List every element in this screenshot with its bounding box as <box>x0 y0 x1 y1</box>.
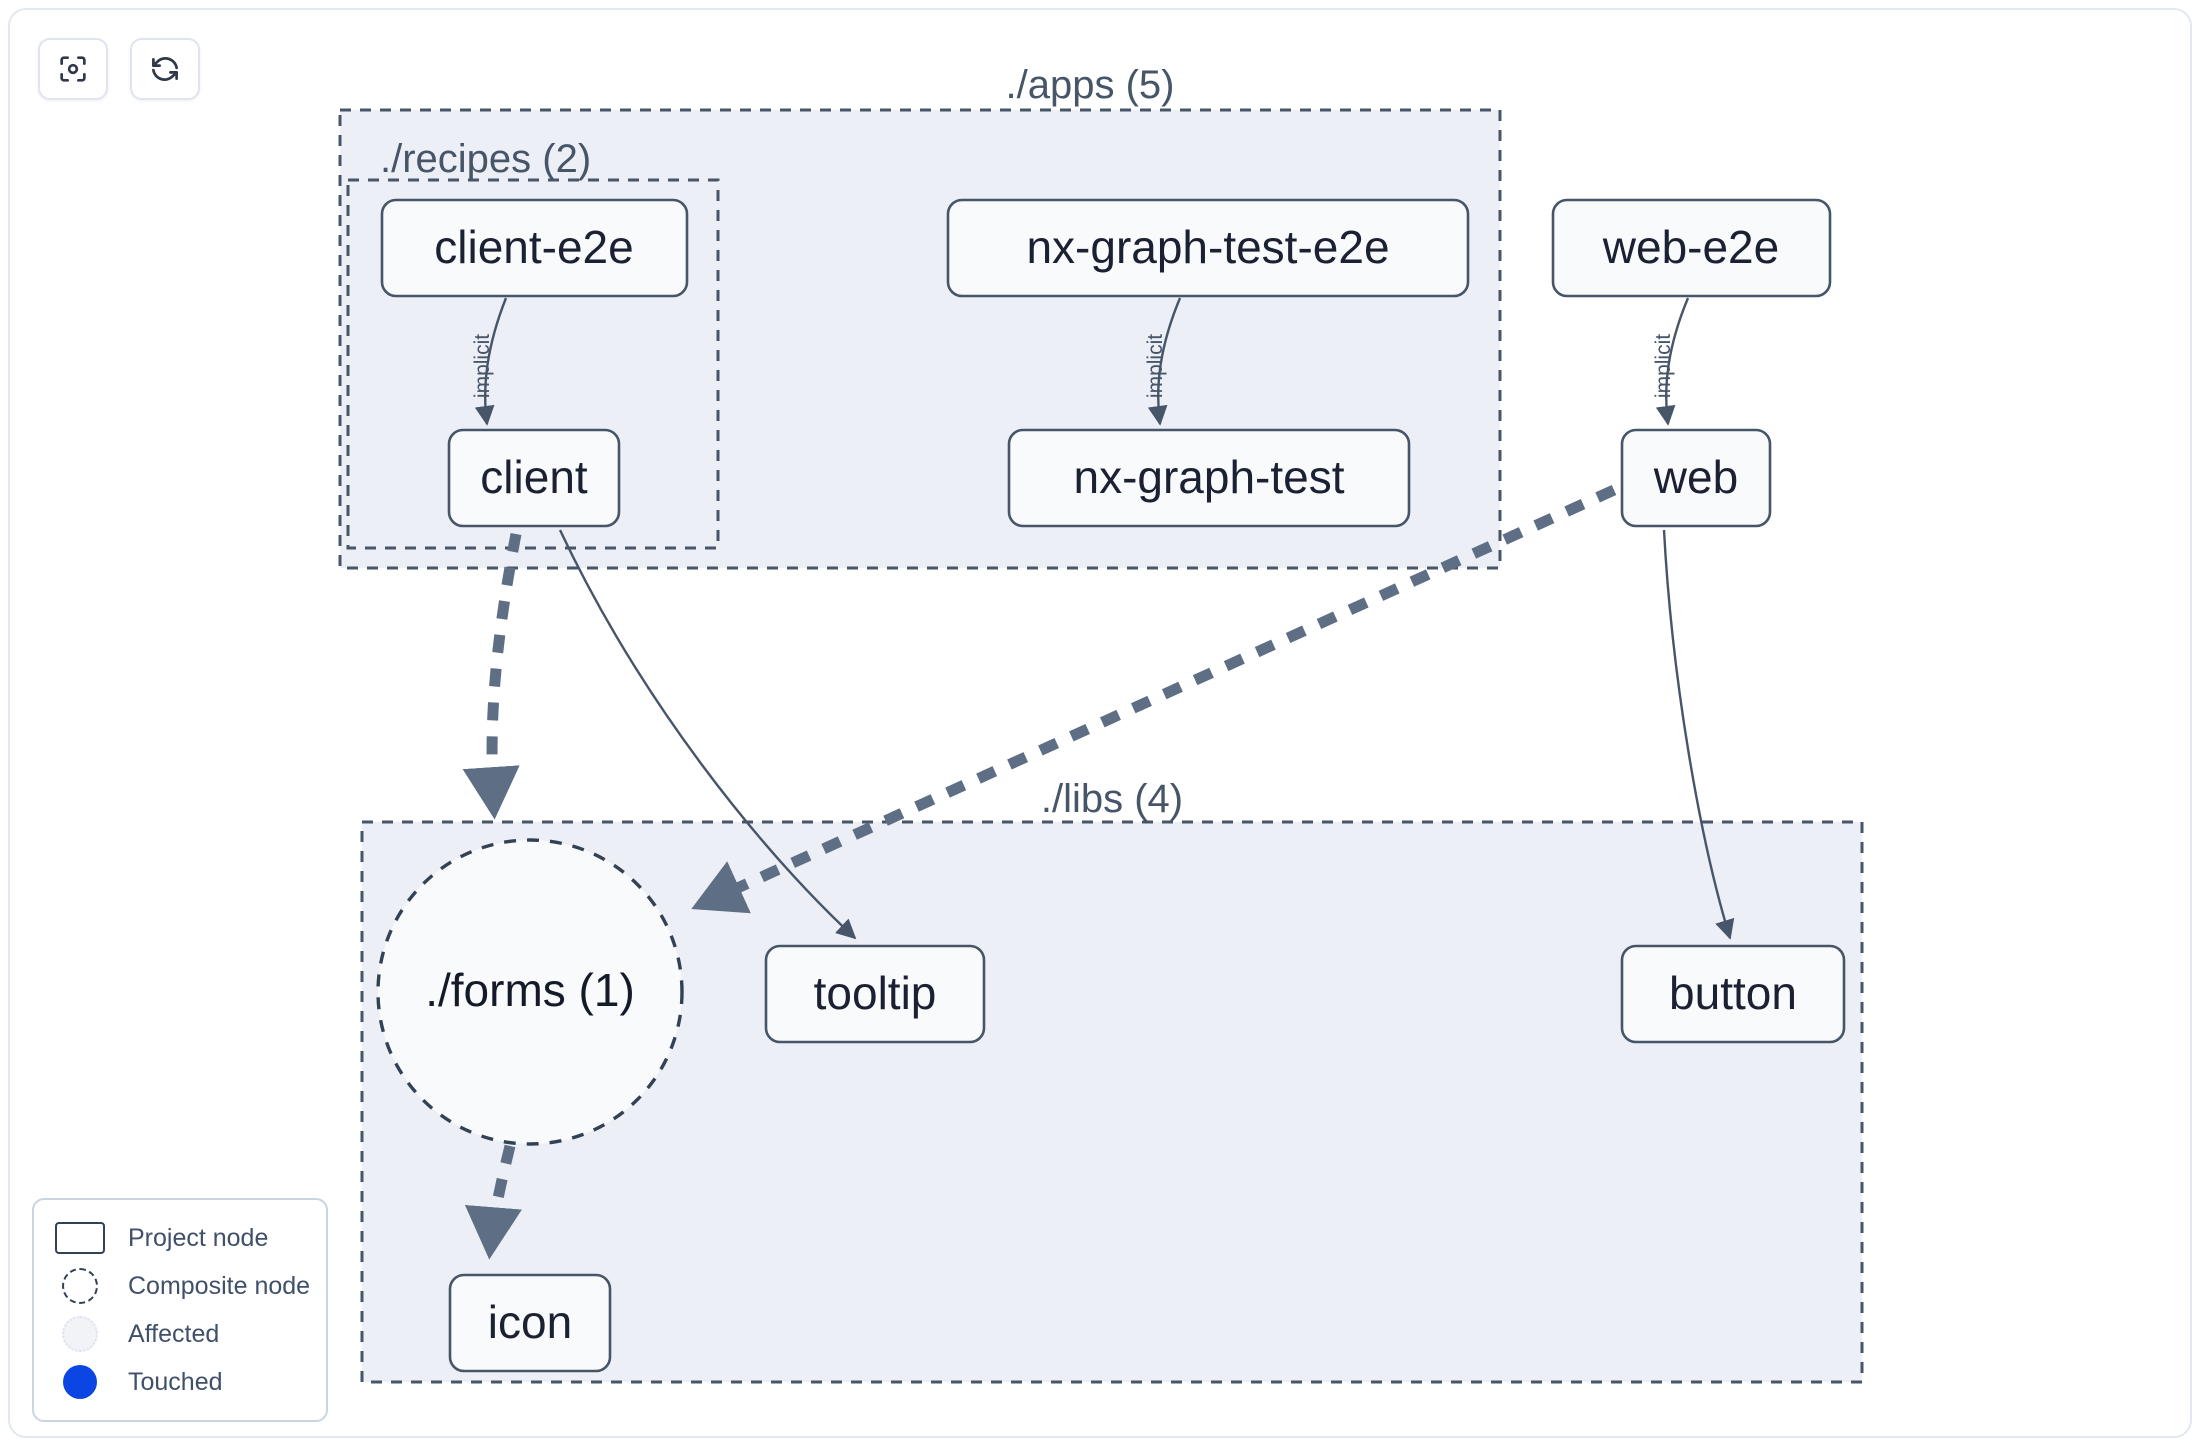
edge-client-e2e-to-client[interactable]: implicit <box>471 297 508 426</box>
edge-label-implicit-nx-graph-test: implicit <box>1144 334 1167 398</box>
composite-node-swatch <box>52 1268 108 1304</box>
legend-label-affected: Affected <box>128 1319 220 1348</box>
legend-label-touched: Touched <box>128 1367 223 1396</box>
graph-toolbar <box>38 38 200 100</box>
legend-item-affected: Affected <box>52 1310 308 1358</box>
node-label-tooltip: tooltip <box>814 967 937 1019</box>
edge-client-to-tooltip[interactable] <box>558 529 857 940</box>
node-label-web: web <box>1653 451 1738 503</box>
graph-legend: Project node Composite node Affected Tou… <box>32 1198 328 1422</box>
edge-label-implicit-client: implicit <box>471 334 494 398</box>
edge-forms-to-icon[interactable] <box>464 1144 522 1260</box>
edge-web-to-button[interactable] <box>1662 529 1735 940</box>
node-web[interactable]: web <box>1620 428 1772 528</box>
focus-graph-button[interactable] <box>38 38 108 100</box>
legend-item-touched: Touched <box>52 1358 308 1406</box>
group-label-apps: ./apps (5) <box>1006 63 1175 107</box>
node-nx-graph-test[interactable]: nx-graph-test <box>1007 428 1411 528</box>
legend-label-composite-node: Composite node <box>128 1271 311 1300</box>
node-label-nx-graph-test: nx-graph-test <box>1073 451 1344 503</box>
legend-label-project-node: Project node <box>128 1223 269 1252</box>
node-client[interactable]: client <box>447 428 621 528</box>
group-label-libs: ./libs (4) <box>1041 777 1183 821</box>
legend-item-project-node: Project node <box>52 1214 308 1262</box>
edge-nxgt-e2e-to-nxgt[interactable]: implicit <box>1144 297 1182 426</box>
node-client-e2e[interactable]: client-e2e <box>380 198 689 298</box>
node-label-client: client <box>480 451 588 503</box>
node-icon[interactable]: icon <box>448 1273 612 1373</box>
refresh-graph-button[interactable] <box>130 38 200 100</box>
edge-web-e2e-to-web[interactable]: implicit <box>1652 297 1690 426</box>
node-forms-composite[interactable]: ./forms (1) <box>376 838 684 1146</box>
touched-swatch <box>52 1365 108 1399</box>
affected-swatch <box>52 1316 108 1352</box>
node-nx-graph-test-e2e[interactable]: nx-graph-test-e2e <box>946 198 1470 298</box>
edge-label-implicit-web: implicit <box>1652 334 1675 398</box>
node-label-forms: ./forms (1) <box>425 964 635 1016</box>
group-label-recipes: ./recipes (2) <box>380 137 591 181</box>
node-web-e2e[interactable]: web-e2e <box>1551 198 1832 298</box>
focus-target-icon <box>56 52 90 86</box>
node-label-web-e2e: web-e2e <box>1602 221 1779 273</box>
edge-client-to-forms[interactable] <box>462 532 522 820</box>
node-button[interactable]: button <box>1620 944 1846 1044</box>
node-label-nx-graph-test-e2e: nx-graph-test-e2e <box>1026 221 1389 273</box>
refresh-icon <box>148 52 182 86</box>
node-label-button: button <box>1669 967 1797 1019</box>
legend-item-composite-node: Composite node <box>52 1262 311 1310</box>
node-tooltip[interactable]: tooltip <box>764 944 986 1044</box>
node-label-icon: icon <box>488 1296 572 1348</box>
project-node-swatch <box>52 1222 108 1254</box>
node-label-client-e2e: client-e2e <box>434 221 633 273</box>
